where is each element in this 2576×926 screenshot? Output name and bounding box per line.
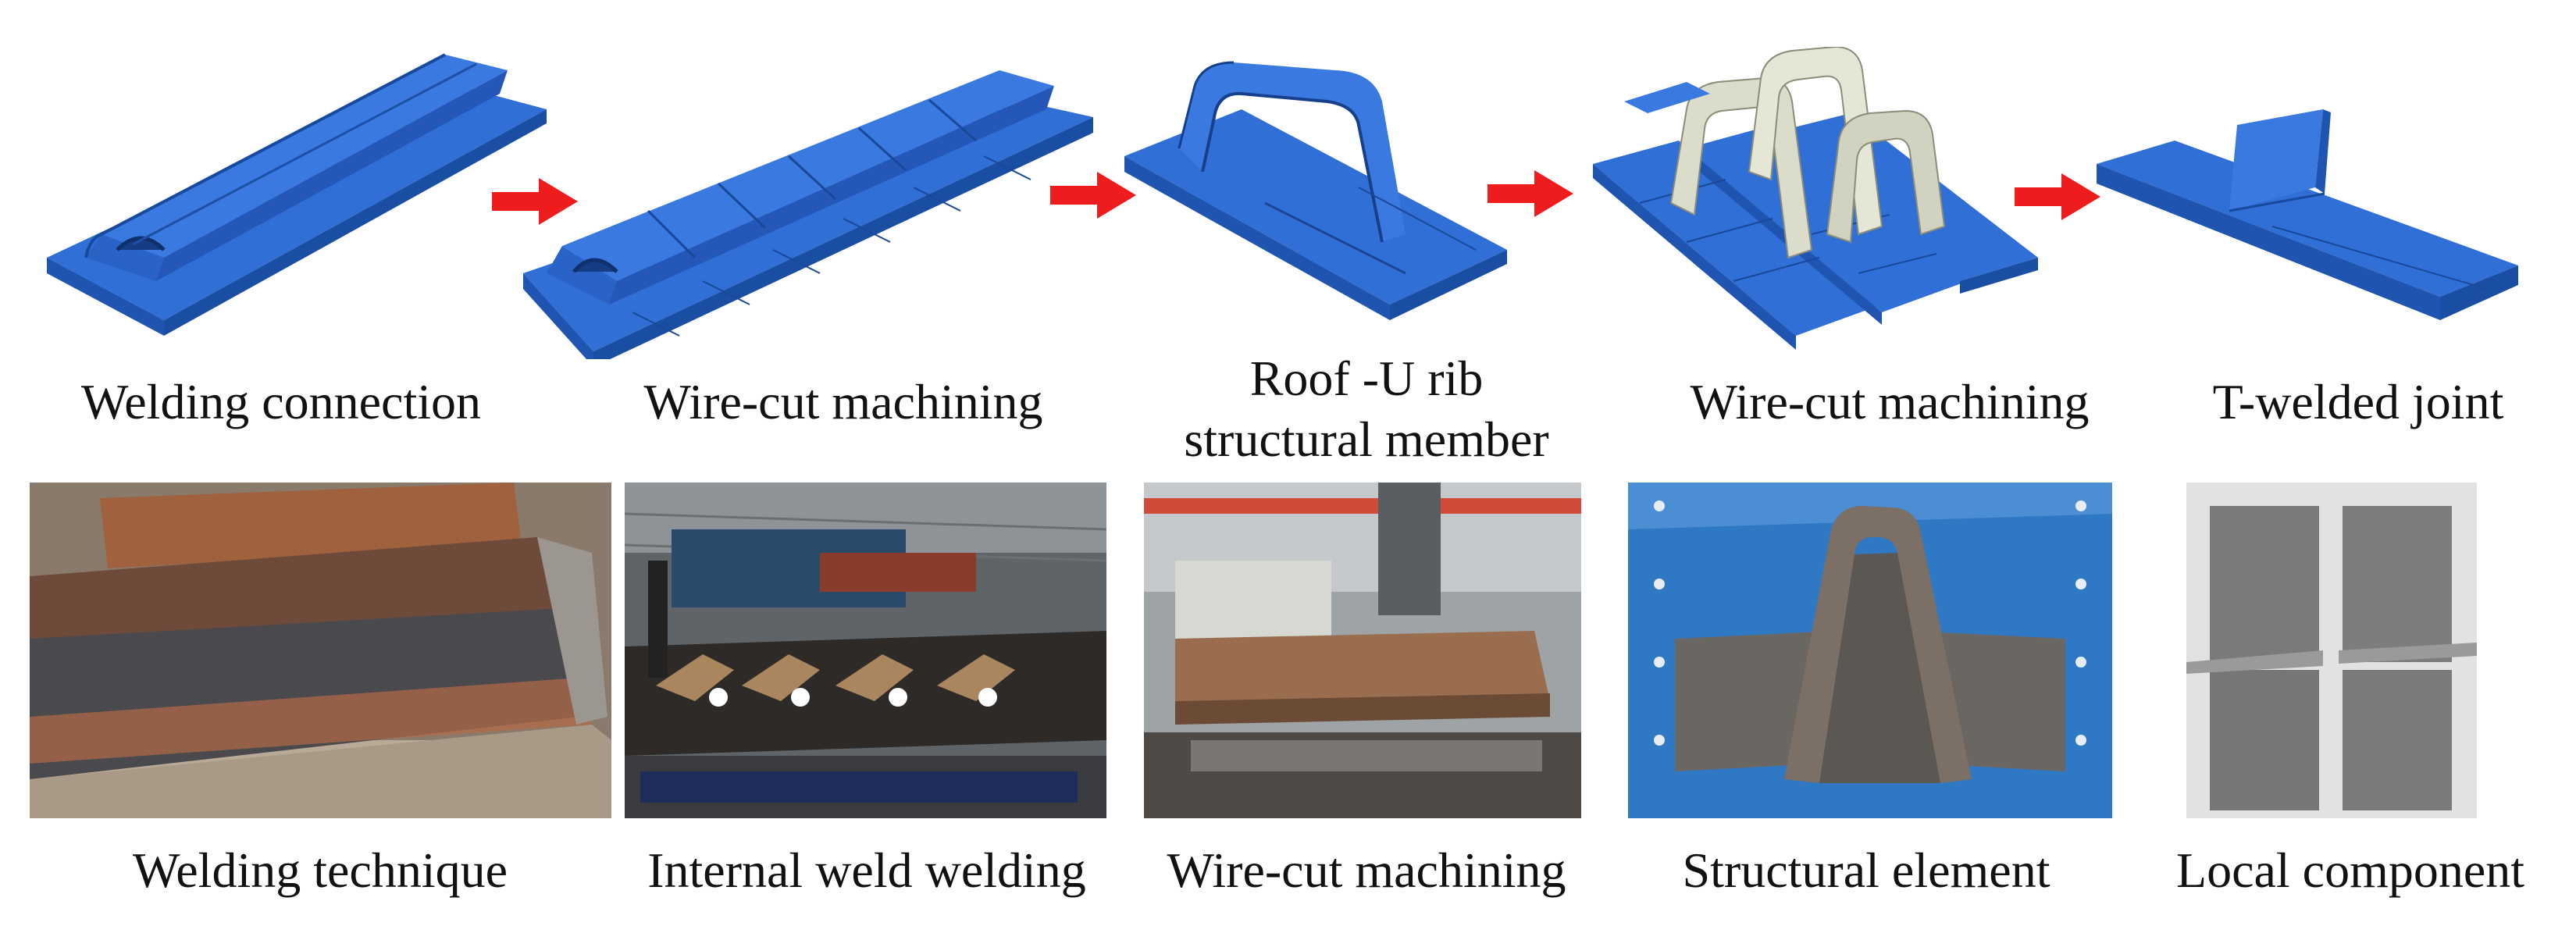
caption-roof-u-rib-line1: Roof -U rib [1249,351,1484,406]
caption-welding-technique: Welding technique [132,842,508,898]
right-arrow-icon [1050,172,1136,219]
right-arrow-icon [492,178,578,225]
photo-structural-element [1628,483,2112,818]
caption-wire-cut-machining-2: Wire-cut machining [1690,374,2090,429]
caption-roof-u-rib-line2: structural member [1184,411,1549,467]
model-wire-cut-segmented [523,70,1093,359]
right-arrow-icon [1488,170,1573,217]
model-welding-connection [47,53,547,336]
photo-welding-technique [30,483,611,818]
right-arrow-icon [2015,173,2100,220]
caption-structural-element: Structural element [1682,842,2050,898]
model-roof-u-rib [1124,61,1507,320]
photo-wire-cut-machining [1144,483,1581,818]
caption-wire-cut-machining-3: Wire-cut machining [1167,842,1566,898]
caption-welding-connection: Welding connection [80,374,482,429]
photo-internal-weld-welding [625,483,1106,818]
caption-t-welded-joint: T-welded joint [2212,374,2504,429]
photo-local-component [2186,483,2477,818]
caption-wire-cut-machining-1: Wire-cut machining [643,374,1043,429]
model-t-welded-joint [2097,109,2518,320]
caption-local-component: Local component [2175,842,2525,898]
model-wire-cut-pieces [1593,47,2038,350]
caption-internal-weld-welding: Internal weld welding [647,842,1086,898]
